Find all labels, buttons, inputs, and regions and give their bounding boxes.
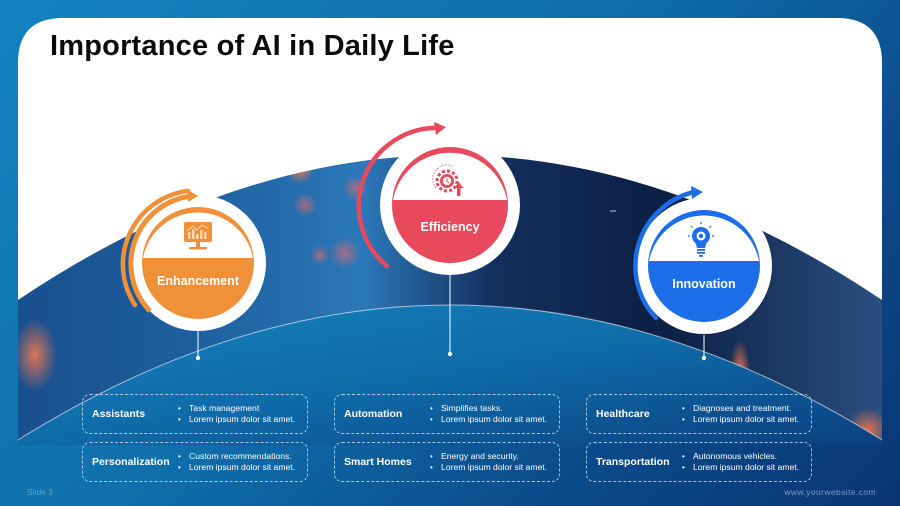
bullet: Lorem ipsum dolor sit amet. <box>178 462 295 474</box>
card-title: Healthcare <box>596 408 650 420</box>
slide-title: Importance of AI in Daily Life <box>50 30 455 62</box>
card-title: Personalization <box>92 456 170 468</box>
card-healthcare: Healthcare Diagnoses and treatment. Lore… <box>586 394 812 434</box>
bullet: Lorem ipsum dolor sit amet. <box>178 414 295 426</box>
bullet: Lorem ipsum dolor sit amet. <box>430 414 547 426</box>
bullet: Energy and security. <box>430 451 547 463</box>
card-personalization: Personalization Custom recommendations. … <box>82 442 308 482</box>
card-title: Transportation <box>596 456 670 468</box>
card-transportation: Transportation Autonomous vehicles. Lore… <box>586 442 812 482</box>
bullet: Simplifies tasks. <box>430 403 547 415</box>
bullet: Lorem ipsum dolor sit amet. <box>682 414 799 426</box>
card-assistants: Assistants Task management Lorem ipsum d… <box>82 394 308 434</box>
enhancement-label: Enhancement <box>157 274 239 288</box>
website-url: www.yourwebsite.com <box>784 487 876 497</box>
bullet: Task management <box>178 403 295 415</box>
connector-lines <box>197 275 705 358</box>
bullet: Diagnoses and treatment. <box>682 403 799 415</box>
card-title: Automation <box>344 408 403 420</box>
card-bullets: Custom recommendations. Lorem ipsum dolo… <box>178 451 295 474</box>
bullet: Lorem ipsum dolor sit amet. <box>430 462 547 474</box>
bullet: Custom recommendations. <box>178 451 295 463</box>
card-bullets: Autonomous vehicles. Lorem ipsum dolor s… <box>682 451 799 474</box>
card-title: Assistants <box>92 408 146 420</box>
card-bullets: Task management Lorem ipsum dolor sit am… <box>178 403 295 426</box>
monitor-chart-icon <box>184 222 212 250</box>
lightbulb-gear-icon <box>688 222 714 257</box>
card-bullets: Simplifies tasks. Lorem ipsum dolor sit … <box>430 403 547 426</box>
innovation-circle <box>633 186 772 334</box>
enhancement-circle <box>120 188 266 331</box>
card-bullets: Diagnoses and treatment. Lorem ipsum dol… <box>682 403 799 426</box>
slide-number: Slide 3 <box>27 487 53 497</box>
gear-clock-arrow-icon <box>432 164 464 196</box>
bullet: Autonomous vehicles. <box>682 451 799 463</box>
card-title: Smart Homes <box>344 456 412 468</box>
innovation-label: Innovation <box>672 277 736 291</box>
card-smart-homes: Smart Homes Energy and security. Lorem i… <box>334 442 560 482</box>
bullet: Lorem ipsum dolor sit amet. <box>682 462 799 474</box>
efficiency-circle <box>356 122 520 275</box>
card-bullets: Energy and security. Lorem ipsum dolor s… <box>430 451 547 474</box>
card-automation: Automation Simplifies tasks. Lorem ipsum… <box>334 394 560 434</box>
efficiency-label: Efficiency <box>420 220 480 234</box>
